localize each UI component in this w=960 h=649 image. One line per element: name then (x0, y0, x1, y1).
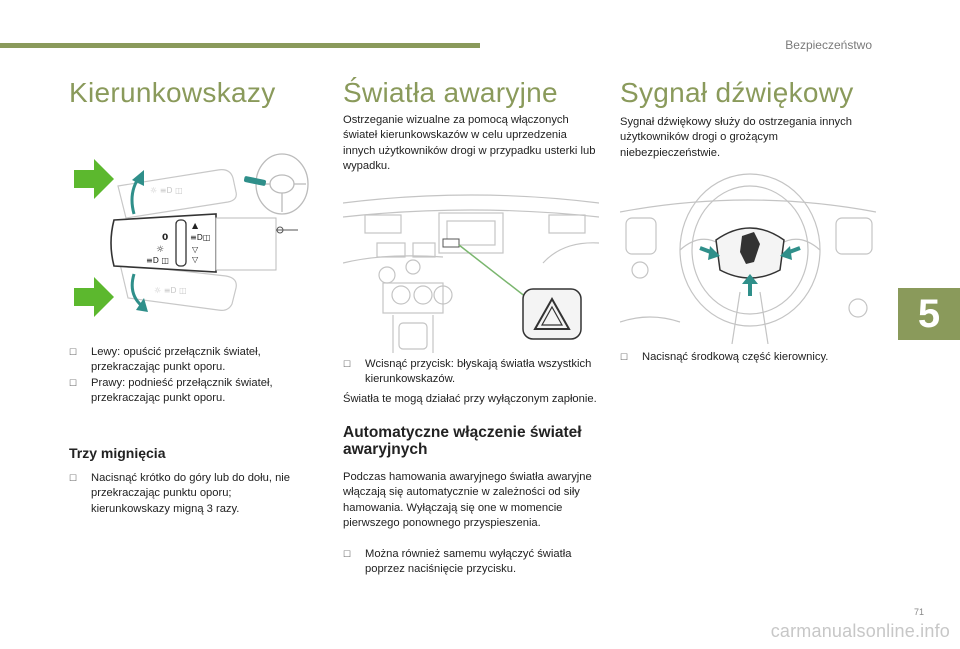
title-sygnal-dzwiekowy: Sygnał dźwiękowy (620, 77, 854, 108)
subheading-automatyczne: Automatyczne włączenie świateł awaryjnyc… (343, 424, 582, 458)
svg-text:☼ ≡D ◫: ☼ ≡D ◫ (154, 286, 187, 295)
checkbox-icon: ☐ (69, 473, 78, 483)
horn-steering-wheel-illustration (620, 173, 876, 344)
note-ignition: Światła te mogą działać przy wyłączonym … (343, 393, 597, 405)
bullet-manual-off: ☐ Można również samemu wyłączyć światła … (343, 548, 572, 576)
chapter-tab: 5 (898, 288, 960, 340)
subheading-trzy-migniecia: Trzy mignięcia (69, 445, 166, 461)
bullet-right: ☐ Prawy: podnieść przełącznik świateł, p… (69, 377, 273, 405)
stalk-main: 0 ☼ ≡D ◫ ▲ ≡D◫ ▽ ▽ (110, 213, 298, 273)
bullet-three-flashes: ☐ Nacisnąć krótko do góry lub do dołu, n… (69, 472, 291, 515)
checkbox-icon: ☐ (69, 347, 78, 357)
peugeot-lion-icon (740, 232, 760, 264)
checkbox-icon: ☐ (620, 352, 629, 362)
svg-text:▽: ▽ (192, 255, 199, 264)
section-label: Bezpieczeństwo (785, 38, 872, 52)
svg-text:≡D ◫: ≡D ◫ (146, 256, 169, 265)
svg-text:0: 0 (162, 233, 168, 243)
steering-wheel-hub (715, 227, 785, 279)
header-accent-bar (0, 43, 480, 48)
checkbox-icon: ☐ (69, 378, 78, 388)
svg-text:☼ ≡D ◫: ☼ ≡D ◫ (150, 186, 183, 195)
bullet-hazard-press: ☐ Wcisnąć przycisk: błyskają światła wsz… (343, 358, 592, 386)
page-number: 71 (913, 607, 924, 617)
teal-arrow-down-icon (130, 273, 144, 308)
checkbox-icon: ☐ (343, 549, 352, 559)
green-arrow-left-icon (74, 277, 114, 317)
intro-swiatla-awaryjne: Ostrzeganie wizualne za pomocą włączonyc… (343, 114, 596, 173)
title-swiatla-awaryjne: Światła awaryjne (343, 77, 558, 108)
bullet-left: ☐ Lewy: opuścić przełącznik świateł, prz… (69, 346, 261, 374)
svg-text:☼: ☼ (156, 245, 164, 255)
stalk-up-ghost: ☼ ≡D ◫ (117, 169, 237, 219)
press-arrows (699, 246, 801, 296)
turn-signal-stalk-illustration: ☼ ≡D ◫ ☼ ≡D ◫ 0 ☼ ≡D ◫ ▲ ≡D◫ ▽ ▽ (74, 153, 309, 317)
green-arrow-right-icon (74, 159, 114, 199)
para-automatic-hazard: Podczas hamowania awaryjnego światła awa… (343, 471, 592, 530)
svg-text:≡D◫: ≡D◫ (190, 233, 210, 242)
intro-sygnal: Sygnał dźwiękowy służy do ostrzegania in… (620, 116, 852, 159)
hazard-button (522, 288, 582, 340)
title-kierunkowskazy: Kierunkowskazy (69, 77, 276, 108)
checkbox-icon: ☐ (343, 359, 352, 369)
stalk-down-ghost: ☼ ≡D ◫ (119, 263, 237, 311)
watermark: carmanualsonline.info (770, 621, 950, 641)
svg-text:▲: ▲ (192, 221, 199, 230)
svg-text:▽: ▽ (192, 245, 199, 254)
hazard-dashboard-illustration (343, 194, 599, 353)
bullet-horn-press: ☐ Nacisnąć środkową część kierownicy. (620, 350, 870, 365)
